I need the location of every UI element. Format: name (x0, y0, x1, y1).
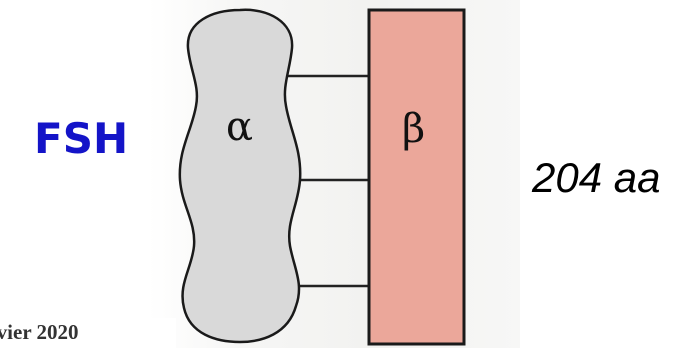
beta-subunit-shape (367, 8, 466, 346)
alpha-subunit-shape (178, 8, 302, 344)
footer-date-text: Janvier 2020 (0, 320, 79, 344)
footer-crop-mask (146, 318, 176, 348)
hormone-name-label: FSH (34, 114, 129, 163)
amino-acid-count-label: 204 aa (532, 154, 661, 201)
alpha-symbol: α (226, 104, 253, 150)
beta-symbol: β (402, 106, 425, 152)
